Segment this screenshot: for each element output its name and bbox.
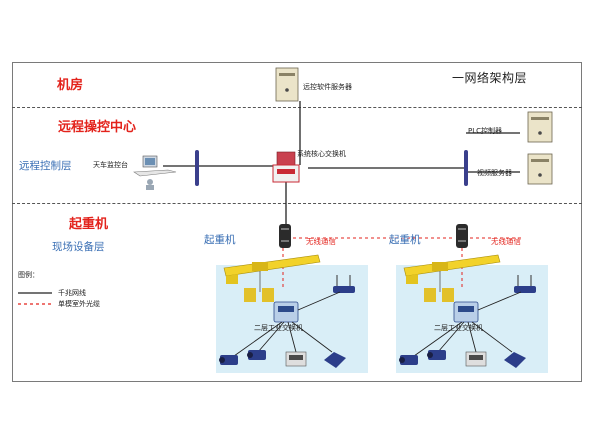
label-console: 天车监控台 xyxy=(93,161,128,169)
l2-switch-icon-left xyxy=(273,301,299,323)
label-machine-room: 机房 xyxy=(57,78,84,93)
diagram-title: 一网络架构层 xyxy=(452,71,528,85)
console-icon xyxy=(133,155,177,190)
crane-icon-right xyxy=(403,254,501,302)
router-icon-right xyxy=(514,275,536,293)
label-video-server: 视频服务器 xyxy=(477,169,512,177)
camera-icon-right-1 xyxy=(399,355,418,365)
antenna-icon-right xyxy=(456,224,468,248)
label-remote-layer: 远程控制层 xyxy=(19,160,72,172)
label-crane-left: 起重机 xyxy=(204,234,236,246)
camera-icon-left-1 xyxy=(219,355,238,365)
label-wireless-left: 无线通信 xyxy=(306,237,336,246)
crane-icon-left xyxy=(223,254,321,302)
io-module-icon-right xyxy=(465,351,487,367)
label-l2-switch-left: 二层工业交换机 xyxy=(254,324,303,332)
section-divider-top xyxy=(12,107,582,108)
io-module-icon-left xyxy=(285,351,307,367)
label-remote-center: 远程操控中心 xyxy=(58,120,137,135)
sensor-icon-right xyxy=(504,352,526,368)
label-l2-switch-right: 二层工业交换机 xyxy=(434,324,483,332)
core-switch-icon xyxy=(272,151,300,183)
legend-title: 图例： xyxy=(18,271,39,279)
server-icon-remote xyxy=(275,67,299,102)
label-wireless-right: 无线通信 xyxy=(491,237,521,246)
camera-icon-right-2 xyxy=(427,350,446,360)
legend-label-dashed: 单模室外光缆 xyxy=(58,300,100,308)
sensor-icon-left xyxy=(324,352,346,368)
legend-label-solid: 千兆网线 xyxy=(58,289,86,297)
server-icon-plc xyxy=(527,111,553,143)
antenna-icon-left xyxy=(279,224,291,248)
label-crane: 起重机 xyxy=(69,217,109,232)
bus-bar-left xyxy=(195,150,199,186)
section-divider-bottom xyxy=(12,203,582,204)
label-field-layer: 现场设备层 xyxy=(52,241,105,253)
label-core-switch: 系统核心交换机 xyxy=(297,150,346,158)
camera-icon-left-2 xyxy=(247,350,266,360)
server-icon-video xyxy=(527,153,553,185)
bus-bar-right xyxy=(464,150,468,186)
label-remote-server: 远控软件服务器 xyxy=(303,83,352,91)
label-crane-right: 起重机 xyxy=(389,234,421,246)
label-plc-server: PLC控制器 xyxy=(468,127,503,135)
diagram-frame xyxy=(12,62,582,382)
l2-switch-icon-right xyxy=(453,301,479,323)
router-icon-left xyxy=(333,275,355,293)
